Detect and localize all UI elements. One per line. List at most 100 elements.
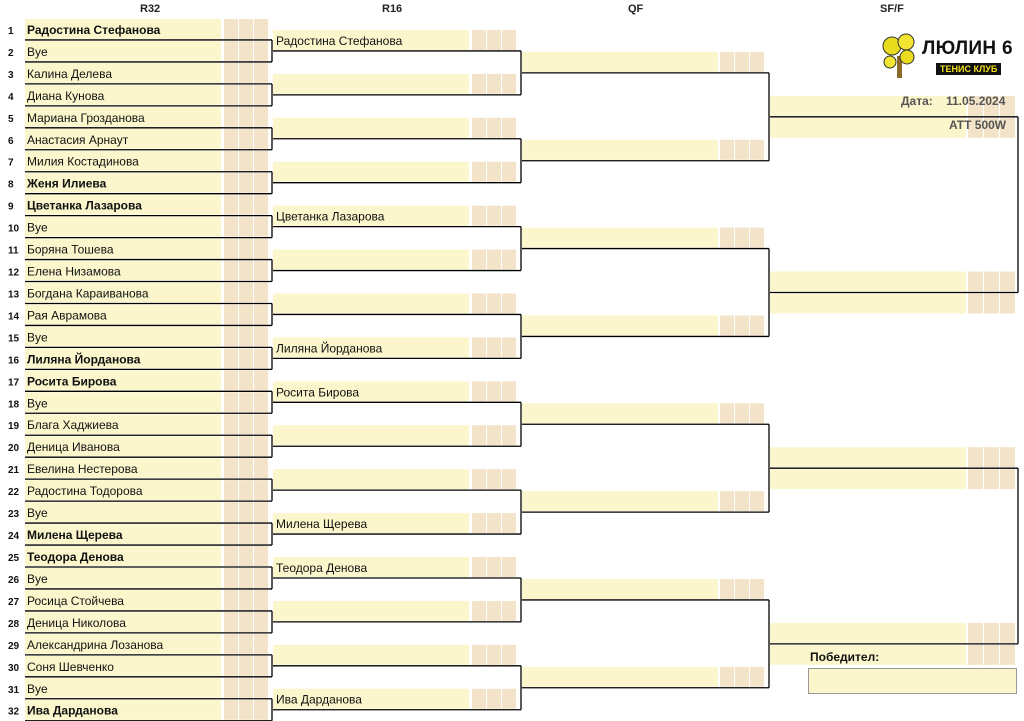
r32-score-cell <box>224 633 238 654</box>
sf-name-cell <box>770 622 966 643</box>
r16-score-cell <box>472 117 486 138</box>
r32-score-cell <box>239 40 253 61</box>
r32-name-cell <box>25 436 221 457</box>
r16-name-cell <box>273 425 469 446</box>
r32-score-cell <box>239 326 253 347</box>
r32-player-name: Росита Бирова <box>27 374 117 388</box>
r32-score-cell <box>254 62 268 83</box>
header-qf: QF <box>628 3 644 15</box>
r32-score-cell <box>224 502 238 523</box>
qf-score-cell <box>735 403 749 424</box>
r32-score-cell <box>254 546 268 566</box>
r16-name-cell <box>273 381 469 402</box>
tennis-tree-icon <box>882 33 915 78</box>
r32-player-name: Bye <box>27 45 48 59</box>
r32-name-cell <box>25 282 221 303</box>
r32-name-cell <box>25 502 221 523</box>
qf-score-cell <box>735 578 749 599</box>
sf-name-cell <box>770 469 966 490</box>
r32-seed: 18 <box>8 399 20 410</box>
r16-score-cell <box>472 205 486 226</box>
r16-score-cell <box>472 29 486 50</box>
r32-seed: 1 <box>8 26 14 37</box>
sf-score-cell <box>984 469 999 490</box>
sf-name-cell <box>770 117 966 138</box>
r16-score-cell <box>472 469 486 490</box>
sf-name-cell <box>770 95 966 116</box>
sf-name-cell <box>770 644 966 665</box>
r16-score-cell <box>472 644 486 665</box>
r32-score-cell <box>254 458 268 479</box>
r16-score-cell <box>502 600 516 621</box>
r16-score-cell <box>502 117 516 138</box>
r32-score-cell <box>224 216 238 237</box>
r32-player-name: Рая Аврамова <box>27 308 107 322</box>
r32-score-cell <box>224 677 238 698</box>
r32-score-cell <box>239 260 253 281</box>
r32-player-name: Богдана Караиванова <box>27 286 149 300</box>
r32-name-cell <box>25 194 221 215</box>
r16-name-cell <box>273 600 469 621</box>
r32-score-cell <box>254 370 268 391</box>
r16-score-cell <box>487 688 501 709</box>
r32-name-cell <box>25 238 221 259</box>
r32-score-cell <box>224 326 238 347</box>
r32-score-cell <box>239 633 253 654</box>
r32-seed: 28 <box>8 619 20 630</box>
r32-score-cell <box>239 589 253 610</box>
sf-score-cell <box>968 271 983 292</box>
r32-seed: 19 <box>8 421 20 432</box>
r32-name-cell <box>25 546 221 566</box>
r16-score-cell <box>472 381 486 402</box>
r32-player-name: Радостина Тодорова <box>27 484 143 498</box>
sf-score-cell <box>1000 644 1015 665</box>
r16-name-cell <box>273 293 469 314</box>
r32-score-cell <box>239 414 253 435</box>
r16-score-cell <box>487 644 501 665</box>
r32-seed: 7 <box>8 158 14 169</box>
r32-player-name: Милена Щерева <box>27 528 123 542</box>
r32-score-cell <box>254 172 268 193</box>
r16-score-cell <box>487 600 501 621</box>
r32-player-name: Деница Николова <box>27 616 126 630</box>
r16-name-cell <box>273 644 469 665</box>
r32-score-cell <box>224 589 238 610</box>
r32-name-cell <box>25 589 221 610</box>
r16-score-cell <box>487 205 501 226</box>
r32-score-cell <box>254 304 268 325</box>
r32-name-cell <box>25 216 221 237</box>
r16-score-cell <box>502 469 516 490</box>
r32-score-cell <box>254 611 268 632</box>
r32-seed: 6 <box>8 136 14 147</box>
r32-seed: 8 <box>8 180 14 191</box>
r32-seed: 13 <box>8 289 20 300</box>
r32-score-cell <box>239 655 253 676</box>
r16-score-cell <box>502 161 516 182</box>
sf-score-cell <box>1000 117 1015 138</box>
r32-name-cell <box>25 348 221 369</box>
logo-title: ЛЮЛИН 6 <box>922 38 1013 59</box>
r32-score-cell <box>239 106 253 127</box>
r32-score-cell <box>254 106 268 127</box>
r32-score-cell <box>239 436 253 457</box>
r32-name-cell <box>25 699 221 720</box>
r32-score-cell <box>224 128 238 149</box>
r32-player-name: Цветанка Лазарова <box>27 199 142 213</box>
r32-score-cell <box>254 677 268 698</box>
r16-player-name: Ива Дарданова <box>276 693 362 707</box>
winner-field[interactable] <box>808 668 1017 694</box>
r32-score-cell <box>239 172 253 193</box>
r32-score-cell <box>254 194 268 215</box>
qf-score-cell <box>720 51 734 72</box>
r16-score-cell <box>502 644 516 665</box>
r32-player-name: Диана Кунова <box>27 89 105 103</box>
r32-score-cell <box>224 150 238 171</box>
qf-score-cell <box>750 139 764 160</box>
r32-score-cell <box>224 699 238 720</box>
r32-score-cell <box>239 304 253 325</box>
sf-score-cell <box>968 469 983 490</box>
r32-score-cell <box>224 106 238 127</box>
sf-score-cell <box>984 622 999 643</box>
r16-name-cell <box>273 73 469 94</box>
